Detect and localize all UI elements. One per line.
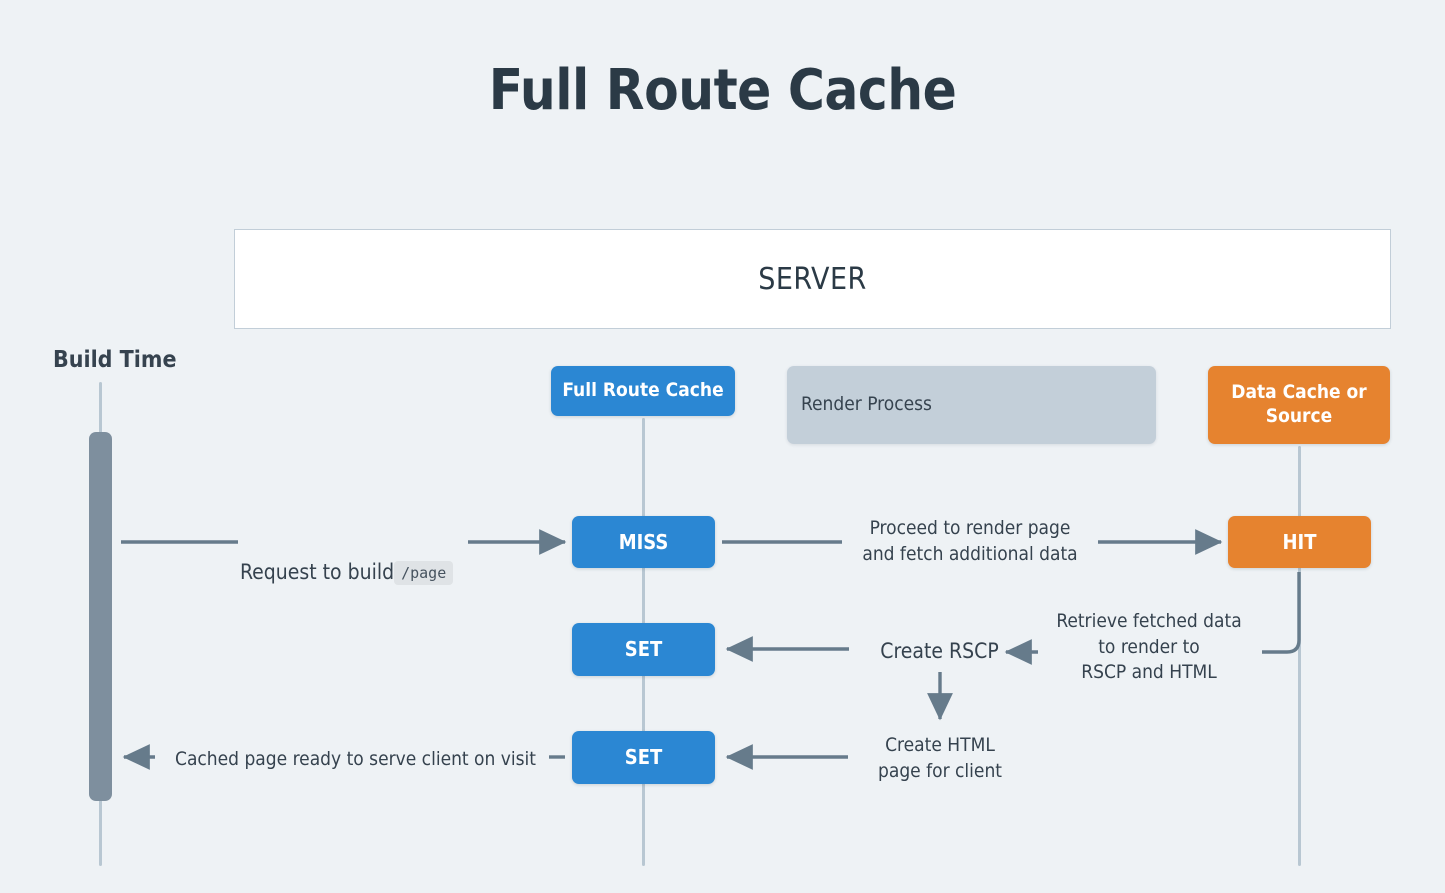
message-retrieve-fetched-data: Retrieve fetched data to render to RSCP … <box>1056 610 1242 684</box>
state-miss[interactable]: MISS <box>572 516 715 568</box>
wire-hit-to-retrieve <box>1262 572 1301 654</box>
build-time-label: Build Time <box>53 347 177 373</box>
message-create-rscp: Create RSCP <box>880 639 999 663</box>
code-chip-page: /page <box>394 561 454 586</box>
lifeline-data-cache <box>1298 446 1301 866</box>
state-miss-label: MISS <box>618 529 669 554</box>
participant-render-process[interactable]: Render Process <box>787 366 1156 444</box>
participant-data-cache-or-source-label: Data Cache or Source <box>1231 381 1367 427</box>
message-cached-page-ready: Cached page ready to serve client on vis… <box>175 748 536 770</box>
state-hit[interactable]: HIT <box>1228 516 1371 568</box>
server-label: SERVER <box>758 261 867 297</box>
state-set-1[interactable]: SET <box>572 623 715 676</box>
page-title: Full Route Cache <box>488 58 957 123</box>
state-set-1-label: SET <box>624 637 663 661</box>
state-set-2[interactable]: SET <box>572 731 715 784</box>
participant-render-process-label: Render Process <box>801 393 932 416</box>
activation-bar-build-time <box>89 432 112 801</box>
participant-full-route-cache-label: Full Route Cache <box>562 379 724 402</box>
state-set-2-label: SET <box>624 745 663 769</box>
message-proceed-to-render: Proceed to render page and fetch additio… <box>862 517 1078 565</box>
participant-data-cache-or-source[interactable]: Data Cache or Source <box>1208 366 1390 444</box>
server-boundary: SERVER <box>234 229 1391 329</box>
message-create-html: Create HTML page for client <box>877 734 1002 782</box>
message-request-to-build: Request to build/page <box>240 530 454 587</box>
message-request-to-build-text: Request to build <box>240 560 395 585</box>
state-hit-label: HIT <box>1282 529 1317 554</box>
participant-full-route-cache[interactable]: Full Route Cache <box>551 366 735 416</box>
